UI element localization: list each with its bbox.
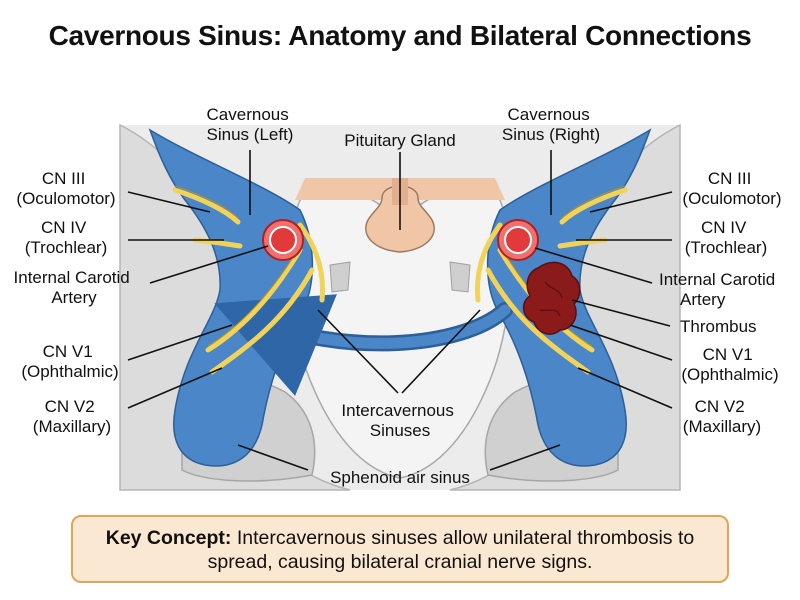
- label-intercavernous: Intercavernous Sinuses: [341, 401, 458, 440]
- label-left-cnv1: CN V1 (Ophthalmic): [21, 342, 118, 381]
- left-bone-notch: [329, 261, 351, 293]
- leader-intercavernous-right: [401, 309, 481, 394]
- key-concept-box: Key Concept: Intercavernous sinuses allo…: [71, 515, 729, 583]
- right-cn3-nerve: [559, 187, 628, 225]
- left-cn3-nerve: [172, 187, 241, 225]
- right-bone-notch: [449, 261, 471, 293]
- right-internal-carotid-lumen: [504, 226, 532, 254]
- right-cnv2-nerve: [485, 267, 591, 375]
- label-right-cn4: CN IV (Trochlear): [685, 218, 768, 257]
- label-right-cn3: CN III (Oculomotor): [682, 169, 781, 208]
- left-cnv2-nerve: [209, 267, 315, 375]
- leader-intercavernous-left: [317, 309, 399, 394]
- label-right-ica: Internal Carotid Artery: [659, 270, 780, 309]
- label-pituitary: Pituitary Gland: [344, 131, 456, 150]
- left-internal-carotid-lumen: [269, 226, 297, 254]
- leader-left-ica: [149, 245, 269, 284]
- leader-right-cnv2: [577, 367, 673, 409]
- left-cnv1-nerve: [205, 247, 303, 353]
- leader-sphenoid-right: [489, 444, 561, 471]
- label-left-cn3: CN III (Oculomotor): [16, 169, 115, 208]
- leader-sphenoid-left: [237, 444, 309, 471]
- leader-right-ica: [534, 247, 653, 284]
- label-left-cnv2: CN V2 (Maxillary): [33, 397, 111, 436]
- left-nerve-outlines: [174, 185, 301, 347]
- page-title: Cavernous Sinus: Anatomy and Bilateral C…: [48, 20, 752, 51]
- label-right-cnv2: CN V2 (Maxillary): [683, 397, 761, 436]
- leader-left-cnv2: [127, 367, 223, 409]
- left-nerve-stem: [297, 222, 326, 303]
- leader-left-cn3: [127, 191, 211, 213]
- leader-right-cnv1: [569, 324, 673, 361]
- key-concept-label: Key Concept:: [105, 527, 232, 549]
- leader-right-cn3: [589, 191, 673, 213]
- leader-thrombus: [571, 299, 671, 327]
- label-left-sinus: Cavernous Sinus (Left): [207, 105, 294, 144]
- thrombus-texture: [539, 281, 563, 317]
- leader-lines: [127, 150, 673, 471]
- key-concept-text: Intercavernous sinuses allow unilateral …: [207, 527, 695, 573]
- label-sphenoid: Sphenoid air sinus: [330, 468, 470, 487]
- label-right-cnv1: CN V1 (Ophthalmic): [681, 345, 778, 384]
- label-left-cn4: CN IV (Trochlear): [25, 218, 108, 257]
- right-nerve-stem: [474, 222, 503, 303]
- leader-left-cnv1: [127, 324, 233, 361]
- label-left-ica: Internal Carotid Artery: [14, 268, 135, 307]
- label-thrombus: Thrombus: [680, 317, 757, 336]
- label-right-sinus: Cavernous Sinus (Right): [502, 105, 600, 144]
- thrombus: [522, 261, 581, 335]
- intercavernous-sinus-inner: [214, 294, 511, 396]
